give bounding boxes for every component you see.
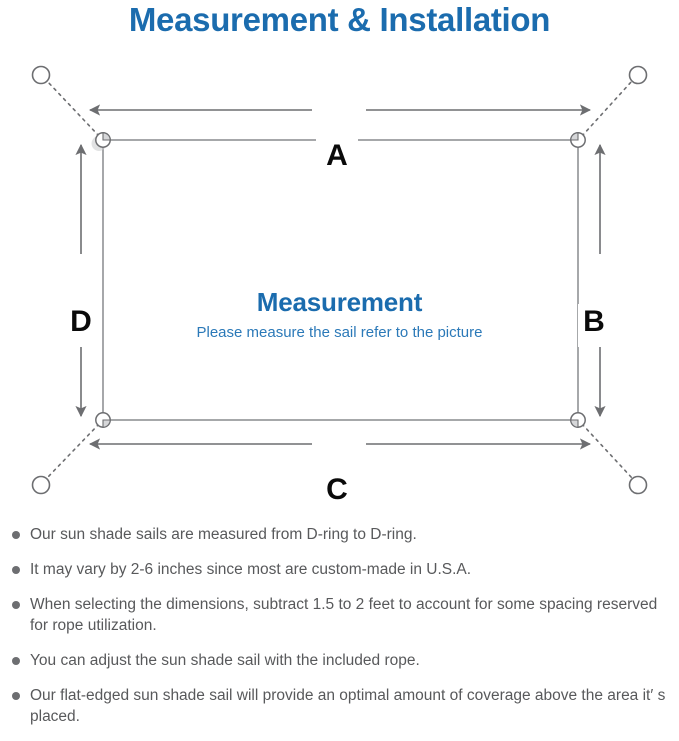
anchor-point-top-right xyxy=(628,65,648,85)
rope-bottom-right xyxy=(581,423,633,479)
bullet-icon xyxy=(12,692,20,700)
dimension-label-d: D xyxy=(65,304,97,347)
note-text: Our flat-edged sun shade sail will provi… xyxy=(30,687,666,725)
note-item: Our sun shade sails are measured from D-… xyxy=(0,524,679,545)
note-text: Our sun shade sails are measured from D-… xyxy=(30,526,417,543)
anchor-point-top-left xyxy=(31,65,51,85)
notes-list: Our sun shade sails are measured from D-… xyxy=(0,524,679,741)
bullet-icon xyxy=(12,566,20,574)
note-item: When selecting the dimensions, subtract … xyxy=(0,594,679,636)
bullet-icon xyxy=(12,601,20,609)
d-ring-bottom-right xyxy=(570,412,586,428)
note-item: You can adjust the sun shade sail with t… xyxy=(0,650,679,671)
anchor-point-bottom-right xyxy=(628,475,648,495)
bullet-icon xyxy=(12,657,20,665)
bullet-icon xyxy=(12,531,20,539)
rope-top-right xyxy=(581,80,633,137)
rope-top-left xyxy=(46,80,100,137)
note-text: You can adjust the sun shade sail with t… xyxy=(30,652,420,669)
anchor-point-bottom-left xyxy=(31,475,51,495)
diagram-canvas xyxy=(31,65,648,495)
d-ring-bottom-left xyxy=(95,412,111,428)
d-ring-top-left xyxy=(91,132,111,151)
d-ring-top-right xyxy=(570,132,586,148)
note-text: It may vary by 2-6 inches since most are… xyxy=(30,561,472,578)
dimension-label-b: B xyxy=(578,304,610,347)
note-text: When selecting the dimensions, subtract … xyxy=(30,596,658,634)
note-item: Our flat-edged sun shade sail will provi… xyxy=(0,685,679,727)
page-title: Measurement & Installation xyxy=(128,1,551,38)
dimension-label-a: A xyxy=(316,139,358,173)
sail-rectangle xyxy=(102,139,579,421)
dimension-label-c: C xyxy=(316,473,358,507)
rope-bottom-left xyxy=(46,423,100,479)
note-item: It may vary by 2-6 inches since most are… xyxy=(0,559,679,580)
measurement-diagram: A B C D Measurement Please measure the s… xyxy=(0,46,679,516)
